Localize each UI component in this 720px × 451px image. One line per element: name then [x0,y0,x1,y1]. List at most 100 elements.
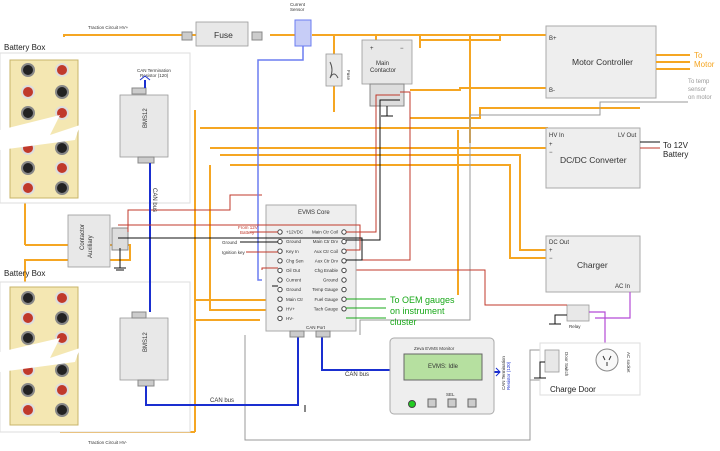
evms-left-pin-terminal [277,238,283,245]
can-bus-label-1: CAN bus [151,188,157,212]
evms-right-pin-terminal [341,229,347,235]
door-switch-label: Door Switch [564,352,569,377]
evms-right-pin-label: Chg Enable [314,268,338,273]
main-fuse-label: Fuse [214,30,233,40]
evms-left-pin-label: Ground [286,239,302,244]
evms-right-pin-terminal [341,258,347,264]
svg-text:−: − [549,256,553,262]
traction-hv-plus-label: Traction Circuit HV+ [88,25,129,30]
main-fuse: Fuse [181,21,263,47]
battery-cells-top [0,63,80,195]
bms-1-label: BMS12 [143,108,149,128]
bms-2-label: BMS12 [143,332,149,352]
relay: Relay [350,269,606,345]
charger-dc-out: DC Out [549,240,569,246]
monitor-title: Zeva EVMS Monitor [414,346,455,351]
svg-text:+: + [549,142,553,148]
evms-left-pin-label: HV+ [286,306,295,311]
evms-right-pin-terminal [341,238,347,245]
motor-controller-label: Motor Controller [572,57,633,67]
small-fuse-label: Fuse [346,70,351,81]
evms-left-pin-label: Oil Out [286,268,301,273]
evms-left-pin-terminal [277,306,283,312]
evms-right-pin-label: Aux Ctr Coil [314,249,338,254]
svg-text:−: − [400,46,404,52]
battery-box-1-label: Battery Box [4,43,45,52]
ignition-key-label: Ignition key [222,250,246,255]
evms-left-pin-terminal [277,286,283,293]
dcdc-lv-out: LV Out [618,133,637,139]
evms-left-pin-label: Main Ctr [286,297,304,302]
evms-right-pin-terminal [341,286,347,293]
battery-box-2: Battery Box BMS12 [0,269,191,433]
dcdc-label: DC/DC Converter [560,155,627,165]
battery-cells-bottom [0,291,80,417]
aux-contactor-label: AuxiliaryContactor [80,224,94,258]
can-term-2: CAN TerminationResistor (120) [501,356,511,390]
evms-right-pin-terminal [341,267,347,274]
bms-1 [119,94,169,158]
dcdc-hv-in: HV In [549,133,564,139]
svg-text:−: − [549,150,553,156]
evms-left-pin-label: Ground [286,287,302,292]
evms-right-pin-terminal [341,296,347,302]
controller-bplus: B+ [549,36,557,42]
relay-label: Relay [569,324,581,329]
evms-right-pin-label: Temp Gauge [312,287,338,292]
current-sensor-wiring [257,45,304,281]
evms-right-pin-terminal [341,277,347,283]
evms-right-pin-terminal [341,248,347,254]
evms-right-pin-label: Ground [323,278,339,283]
evms-can-port: CAN Port [306,325,326,330]
evms-left-pin-terminal [277,315,283,322]
evms-left-pin-terminal [277,258,283,264]
evms-left-pin-terminal [277,267,283,274]
evms-left-pin-terminal [277,248,283,254]
battery-box-2-label: Battery Box [4,269,45,278]
evms-left-pin-label: +12VDC [286,230,304,235]
evms-right-pin-label: Tach Gauge [314,306,339,311]
monitor-button-sel[interactable] [447,398,457,408]
ground-label: Ground [222,240,238,245]
can-bus-label-3: CAN bus [345,372,369,378]
evms-right-pin-terminal [341,306,347,312]
svg-text:+: + [370,46,374,52]
controller-bminus: B- [549,88,555,94]
evms-right-pin-label: Main Ctr Coil [312,230,338,235]
monitor-screen-text: EVMS: Idle [428,364,459,370]
ac-socket-label: AC socket [626,352,631,373]
charge-door: Door Switch AC socket Charge Door [534,342,641,396]
evms-right-pin-label: Aux Ctr Drv [315,258,339,263]
evms-left-pin-terminal [277,296,283,302]
monitor-button-left[interactable] [427,398,437,408]
monitor-button-right[interactable] [467,398,477,408]
evms-core-title: EVMS Core [298,210,330,216]
evms-left-pin-terminal [277,277,283,283]
charge-door-label: Charge Door [550,385,596,394]
monitor-led [408,400,416,408]
evms-right-pin-label: Fuel Gauge [314,297,338,302]
evms-left-pin-label: HV- [286,316,294,321]
charger: DC Out + − Charger AC In [545,235,641,319]
evms-left-pin-terminal [277,229,283,235]
evms-left-pin-label: Chg Sen [286,258,304,263]
charger-ac-in: AC In [615,284,630,290]
evms-left-pin-label: Current [286,278,302,283]
monitor-sel-label: SEL [446,392,455,397]
evms-right-pin-label: Main Ctr Drv [313,239,339,244]
